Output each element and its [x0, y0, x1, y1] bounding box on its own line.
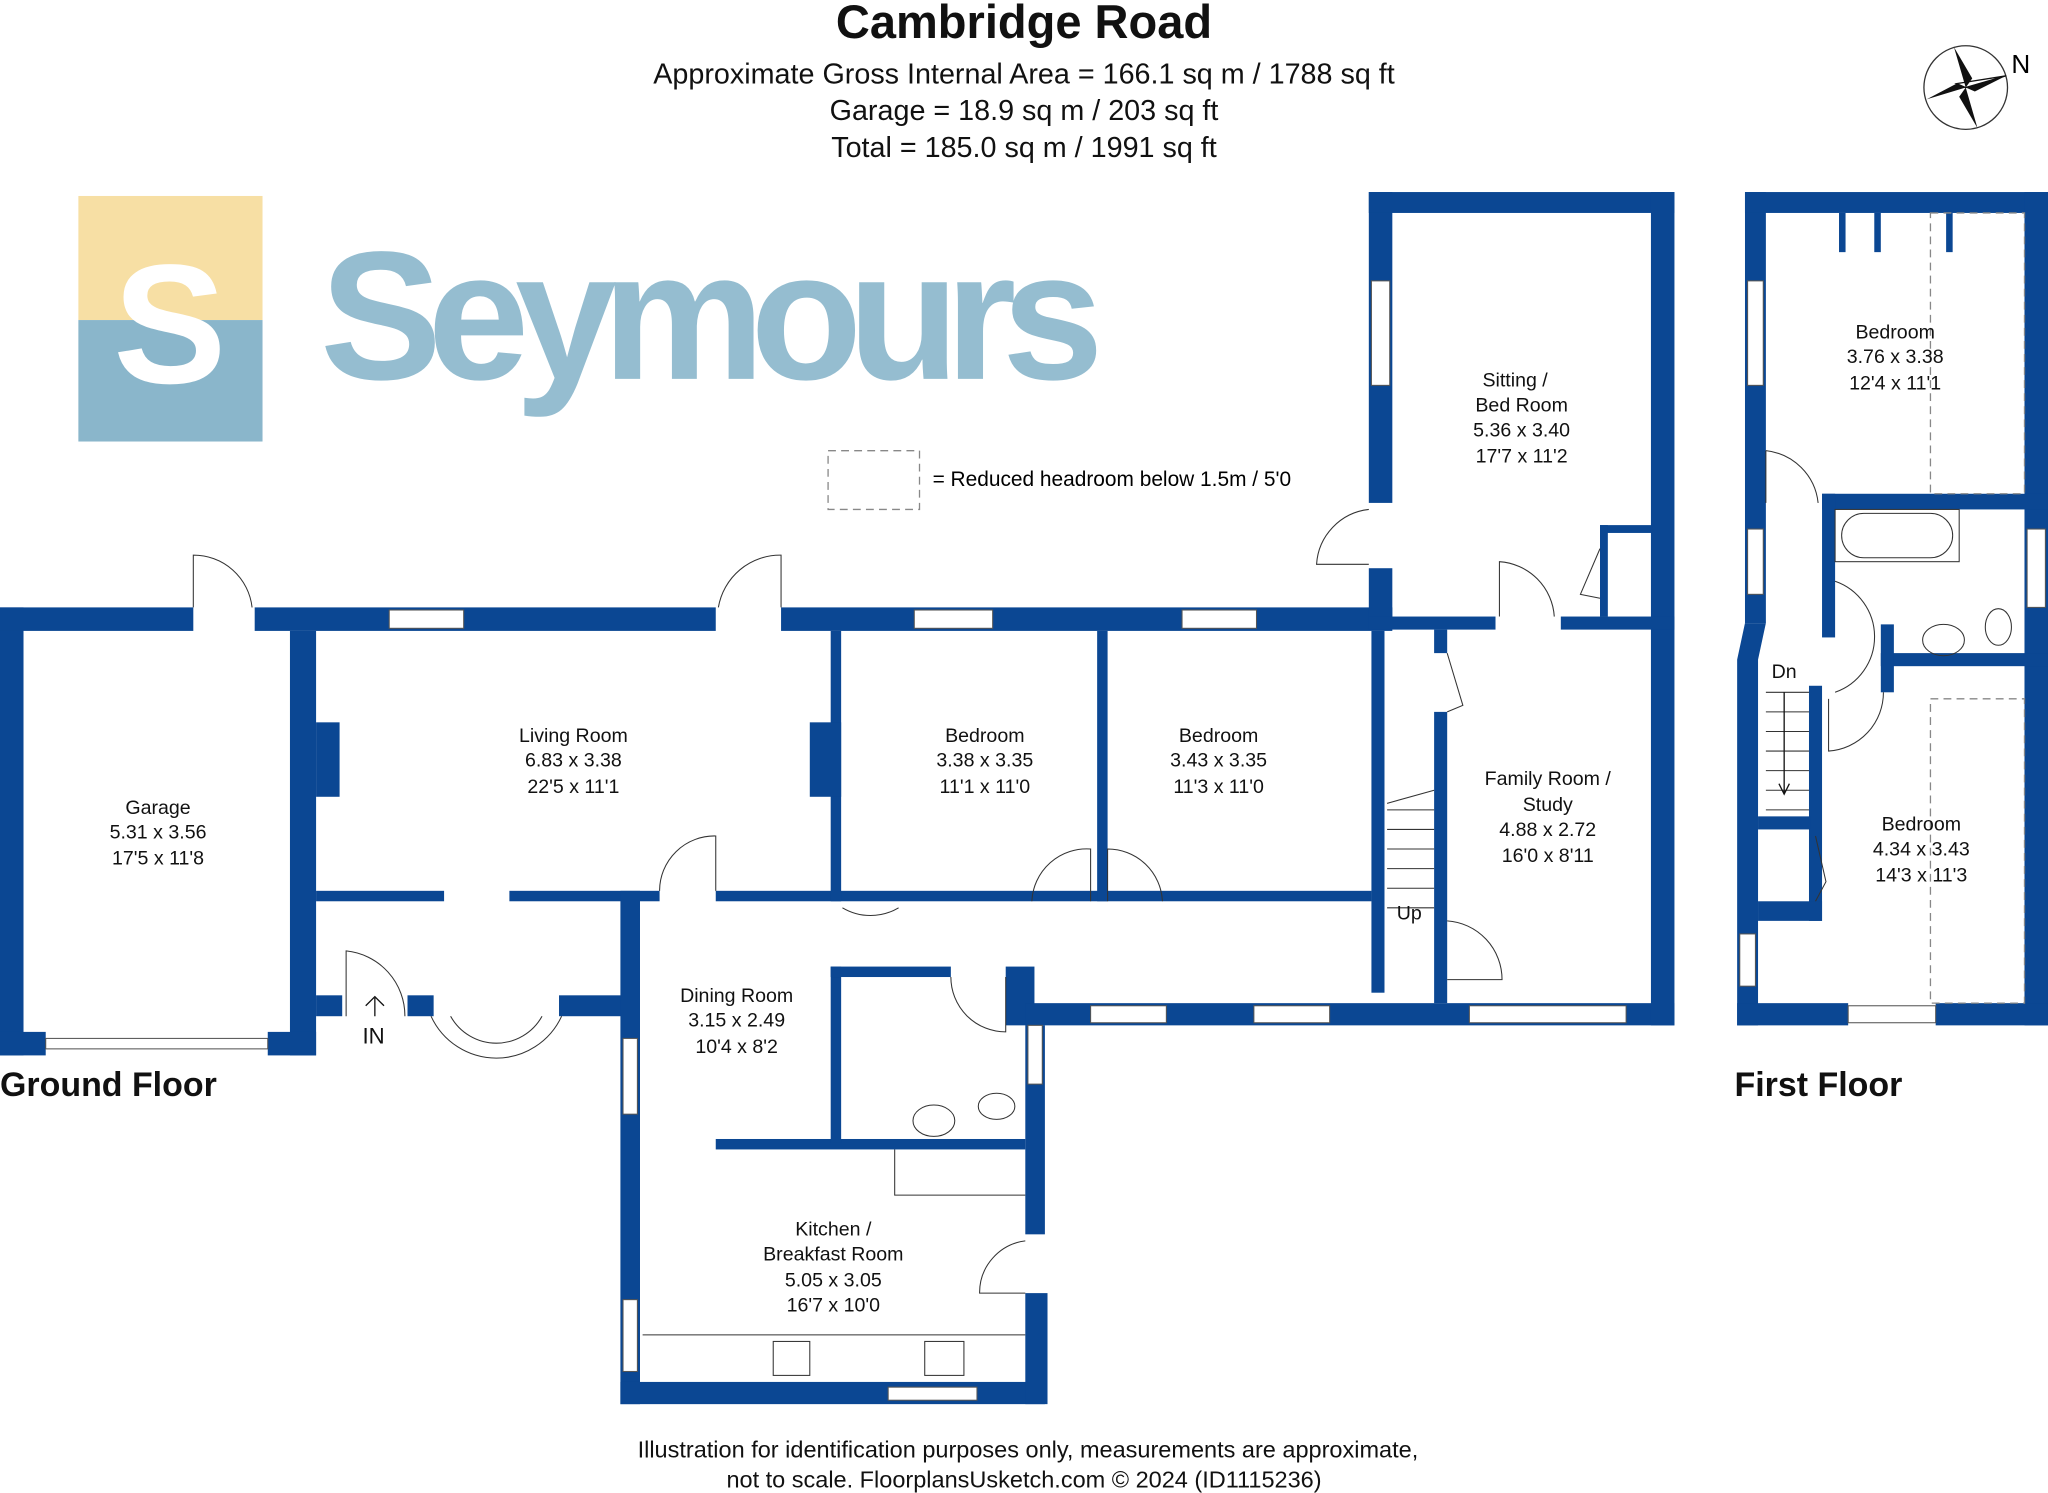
- footer-disclaimer-line-2: not to scale. FloorplansUsketch.com © 20…: [726, 1467, 1321, 1493]
- area-gross: Approximate Gross Internal Area = 166.1 …: [653, 59, 1395, 91]
- watermark-logo-letter: S: [113, 229, 226, 419]
- svg-text:5.36 x 3.40: 5.36 x 3.40: [1473, 419, 1570, 441]
- ground-floor-doors: [192, 508, 1601, 1376]
- room-living-room: Living Room 6.83 x 3.38 22'5 x 11'1: [519, 725, 628, 798]
- svg-text:17'5 x 11'8: 17'5 x 11'8: [112, 848, 204, 870]
- first-floor-walls: [1737, 192, 2048, 1026]
- ground-floor-windows: [45, 280, 1627, 1401]
- room-kitchen-breakfast-room: Kitchen / Breakfast Room 5.05 x 3.05 16'…: [763, 1219, 903, 1317]
- svg-text:Dining Room: Dining Room: [680, 985, 793, 1007]
- room-first-floor-bedroom-1: Bedroom 3.76 x 3.38 12'4 x 11'1: [1847, 321, 1944, 394]
- entrance-arrow-icon: [365, 995, 385, 1017]
- svg-text:Sitting /: Sitting /: [1482, 370, 1548, 392]
- seymours-watermark-logo: S Seymours: [78, 195, 1104, 442]
- room-bedroom-2: Bedroom 3.43 x 3.35 11'3 x 11'0: [1170, 725, 1267, 798]
- area-total: Total = 185.0 sq m / 1991 sq ft: [831, 132, 1217, 164]
- svg-text:3.15 x 2.49: 3.15 x 2.49: [688, 1010, 785, 1032]
- svg-text:17'7 x 11'2: 17'7 x 11'2: [1476, 445, 1568, 467]
- room-bedroom-1: Bedroom 3.38 x 3.35 11'1 x 11'0: [936, 725, 1033, 798]
- legend-text: = Reduced headroom below 1.5m / 5'0: [933, 468, 1292, 491]
- svg-text:10'4 x 8'2: 10'4 x 8'2: [695, 1036, 778, 1058]
- first-floor-windows: [1739, 280, 2046, 1024]
- svg-text:Living Room: Living Room: [519, 725, 628, 747]
- reduced-headroom-legend-swatch: [827, 450, 921, 511]
- stairs-up-label: Up: [1397, 903, 1422, 925]
- svg-text:Garage: Garage: [125, 797, 190, 819]
- svg-text:Breakfast Room: Breakfast Room: [763, 1243, 903, 1265]
- watermark-brand: Seymours: [320, 213, 1104, 418]
- svg-text:6.83 x 3.38: 6.83 x 3.38: [525, 750, 622, 772]
- svg-text:Family Room /: Family Room /: [1485, 768, 1612, 790]
- footer-disclaimer-line-1: Illustration for identification purposes…: [638, 1437, 1419, 1463]
- svg-text:3.76 x 3.38: 3.76 x 3.38: [1847, 346, 1944, 368]
- first-floor-label: First Floor: [1735, 1066, 1903, 1104]
- svg-text:5.31 x 3.56: 5.31 x 3.56: [110, 822, 207, 844]
- svg-text:Kitchen /: Kitchen /: [795, 1219, 872, 1241]
- svg-text:11'1 x 11'0: 11'1 x 11'0: [940, 776, 1031, 798]
- room-sitting-bed-room: Sitting / Bed Room 5.36 x 3.40 17'7 x 11…: [1473, 370, 1570, 468]
- first-floor-fixtures: [1765, 212, 2026, 1004]
- svg-text:22'5 x 11'1: 22'5 x 11'1: [527, 776, 619, 798]
- room-first-floor-bedroom-2: Bedroom 4.34 x 3.43 14'3 x 11'3: [1873, 814, 1970, 887]
- svg-text:3.38 x 3.35: 3.38 x 3.35: [936, 750, 1033, 772]
- svg-text:Bedroom: Bedroom: [1179, 725, 1258, 747]
- room-dining-room: Dining Room 3.15 x 2.49 10'4 x 8'2: [680, 985, 793, 1058]
- svg-text:11'3 x 11'0: 11'3 x 11'0: [1173, 776, 1264, 798]
- svg-text:Bed Room: Bed Room: [1475, 394, 1568, 416]
- room-family-room-study: Family Room / Study 4.88 x 2.72 16'0 x 8…: [1485, 768, 1612, 867]
- area-garage: Garage = 18.9 sq m / 203 sq ft: [830, 95, 1219, 127]
- plan-title: Cambridge Road: [836, 0, 1212, 48]
- svg-text:16'0 x 8'11: 16'0 x 8'11: [1502, 845, 1594, 867]
- svg-text:5.05 x 3.05: 5.05 x 3.05: [785, 1270, 882, 1292]
- svg-text:Bedroom: Bedroom: [1855, 321, 1934, 343]
- svg-text:4.34 x 3.43: 4.34 x 3.43: [1873, 839, 1970, 861]
- svg-text:14'3 x 11'3: 14'3 x 11'3: [1875, 865, 1967, 887]
- svg-text:12'4 x 11'1: 12'4 x 11'1: [1849, 372, 1941, 394]
- svg-text:3.43 x 3.35: 3.43 x 3.35: [1170, 750, 1267, 772]
- svg-text:Bedroom: Bedroom: [1882, 814, 1961, 836]
- room-garage: Garage 5.31 x 3.56 17'5 x 11'8: [110, 797, 207, 870]
- entrance-label: IN: [362, 1024, 384, 1049]
- compass-north-label: N: [2011, 49, 2030, 79]
- ground-floor-label: Ground Floor: [0, 1066, 217, 1104]
- svg-text:Bedroom: Bedroom: [945, 725, 1024, 747]
- compass-icon: [1923, 45, 2009, 131]
- stairs-down-label: Dn: [1772, 661, 1797, 683]
- svg-text:16'7 x 10'0: 16'7 x 10'0: [787, 1294, 881, 1316]
- svg-text:4.88 x 2.72: 4.88 x 2.72: [1499, 819, 1596, 841]
- svg-text:Study: Study: [1523, 794, 1573, 816]
